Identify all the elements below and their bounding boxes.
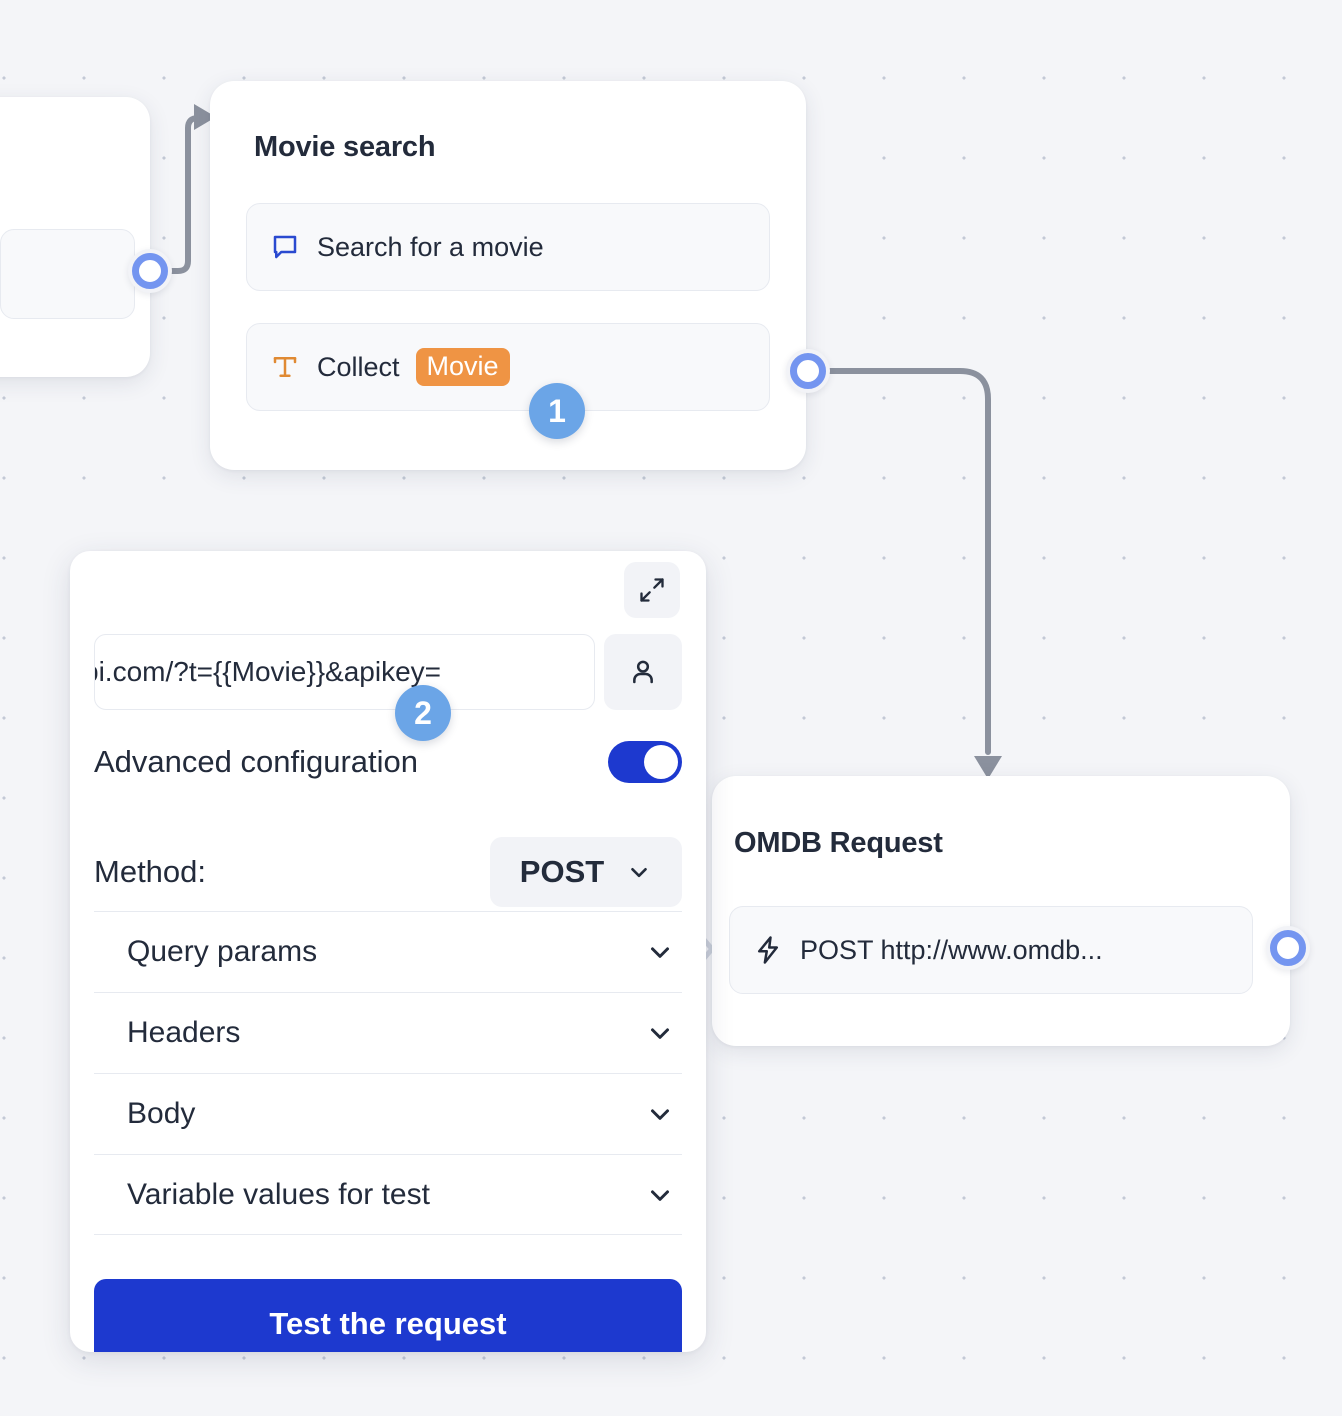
- card-movie-search[interactable]: Movie search Search for a movie Collect …: [210, 81, 806, 470]
- chevron-down-icon: [626, 859, 652, 885]
- advanced-configuration-row[interactable]: Advanced configuration: [94, 741, 682, 783]
- request-url-input[interactable]: pi.com/?t={{Movie}}&apikey=: [94, 634, 595, 710]
- expand-diagonal-icon: [638, 576, 666, 604]
- method-row: Method: POST: [94, 837, 682, 907]
- chevron-down-icon: [645, 1018, 675, 1048]
- card-omdb-request[interactable]: OMDB Request POST http://www.omdb...: [712, 776, 1290, 1046]
- page-title: Movie search: [254, 131, 436, 163]
- edge-left-to-movie-search: [165, 115, 199, 274]
- lightning-bolt-icon: [752, 934, 784, 966]
- advanced-configuration-toggle[interactable]: [608, 741, 682, 783]
- port-movie-search-output[interactable]: [786, 349, 830, 393]
- accordion-item-variable-values-for-test[interactable]: Variable values for test: [94, 1154, 682, 1235]
- row-collect-label: Collect: [317, 351, 400, 382]
- edge-movie-search-to-omdb: [825, 368, 991, 755]
- port-partial-node-output[interactable]: [128, 249, 172, 293]
- text-type-icon: [269, 351, 301, 383]
- accordion-label: Headers: [127, 1016, 241, 1049]
- partial-node-row[interactable]: [0, 229, 135, 319]
- test-the-request-button[interactable]: Test the request: [94, 1279, 682, 1352]
- url-row[interactable]: pi.com/?t={{Movie}}&apikey=: [94, 634, 682, 710]
- request-config-panel[interactable]: pi.com/?t={{Movie}}&apikey= Advanced con…: [70, 551, 706, 1352]
- row-search-for-a-movie[interactable]: Search for a movie: [246, 203, 770, 291]
- port-omdb-output[interactable]: [1266, 926, 1310, 970]
- chat-bubble-icon: [269, 231, 301, 263]
- select-user-variable-button[interactable]: [604, 634, 682, 710]
- accordion-label: Body: [127, 1097, 196, 1130]
- accordion-item-headers[interactable]: Headers: [94, 992, 682, 1073]
- variable-chip-movie[interactable]: Movie: [415, 347, 510, 387]
- method-select[interactable]: POST: [490, 837, 682, 907]
- step-badge-2: 2: [395, 685, 451, 741]
- user-person-icon: [627, 656, 659, 688]
- row-search-label: Search for a movie: [317, 231, 544, 262]
- accordion-item-query-params[interactable]: Query params: [94, 911, 682, 992]
- accordion-label: Query params: [127, 935, 318, 968]
- omdb-row-label: POST http://www.omdb...: [800, 934, 1103, 965]
- chevron-down-icon: [645, 937, 675, 967]
- method-label: Method:: [94, 854, 207, 889]
- chevron-down-icon: [645, 1099, 675, 1129]
- step-badge-1: 1: [529, 383, 585, 439]
- row-omdb-post-request[interactable]: POST http://www.omdb...: [729, 906, 1253, 994]
- omdb-card-title: OMDB Request: [734, 827, 943, 859]
- request-url-value: pi.com/?t={{Movie}}&apikey=: [94, 656, 442, 687]
- config-accordion: Query params Headers Body: [94, 911, 682, 1235]
- advanced-configuration-label: Advanced configuration: [94, 744, 419, 779]
- row-collect-movie[interactable]: Collect Movie: [246, 323, 770, 411]
- method-value: POST: [519, 854, 605, 889]
- accordion-label: Variable values for test: [127, 1177, 430, 1211]
- partial-node-card[interactable]: [0, 97, 150, 377]
- accordion-item-body[interactable]: Body: [94, 1073, 682, 1154]
- expand-panel-button[interactable]: [624, 562, 680, 618]
- chevron-down-icon: [645, 1180, 675, 1210]
